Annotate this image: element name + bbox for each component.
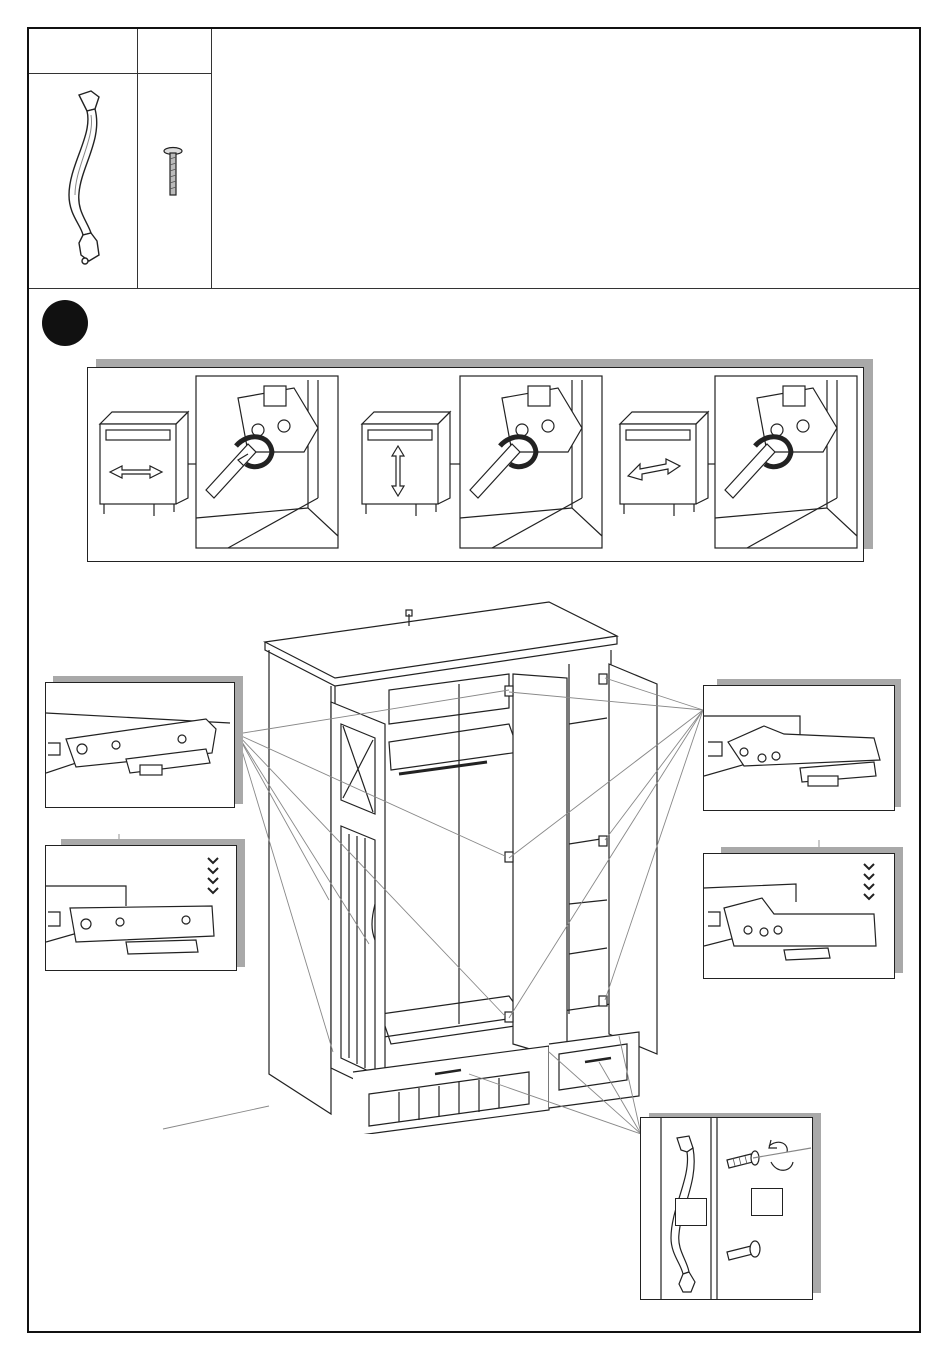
handle-label-box (675, 1198, 707, 1226)
cabinet-front-icon (100, 412, 188, 516)
handle-attachment-icon (641, 1118, 812, 1299)
screw-label-box (751, 1188, 783, 1216)
hinge-detail-panel (45, 845, 237, 971)
hinge-adjust-illustration (88, 368, 863, 561)
part-header (29, 29, 137, 74)
part-cell-handle (29, 29, 138, 288)
cabinet-front-icon (362, 412, 450, 516)
hinge-detail-panel (703, 685, 895, 811)
hinge-plate-icon (46, 683, 234, 807)
screw-icon (137, 75, 211, 285)
cabinet-front-icon (620, 412, 708, 516)
instruction-sheet (27, 27, 921, 1333)
hinge-detail-panel (45, 682, 235, 808)
parts-row (29, 29, 919, 289)
hinge-plate-icon (704, 686, 894, 810)
hinge-adjust-panel (87, 367, 864, 562)
hinge-plate-pressed-icon (704, 854, 894, 978)
hinge-plate-pressed-icon (46, 846, 236, 970)
step-number-badge (42, 300, 88, 346)
part-cell-screw (137, 29, 212, 288)
handle-detail-panel (640, 1117, 813, 1300)
cabinet-handle-icon (29, 75, 137, 285)
part-header (137, 29, 211, 74)
hinge-detail-panel (703, 853, 895, 979)
